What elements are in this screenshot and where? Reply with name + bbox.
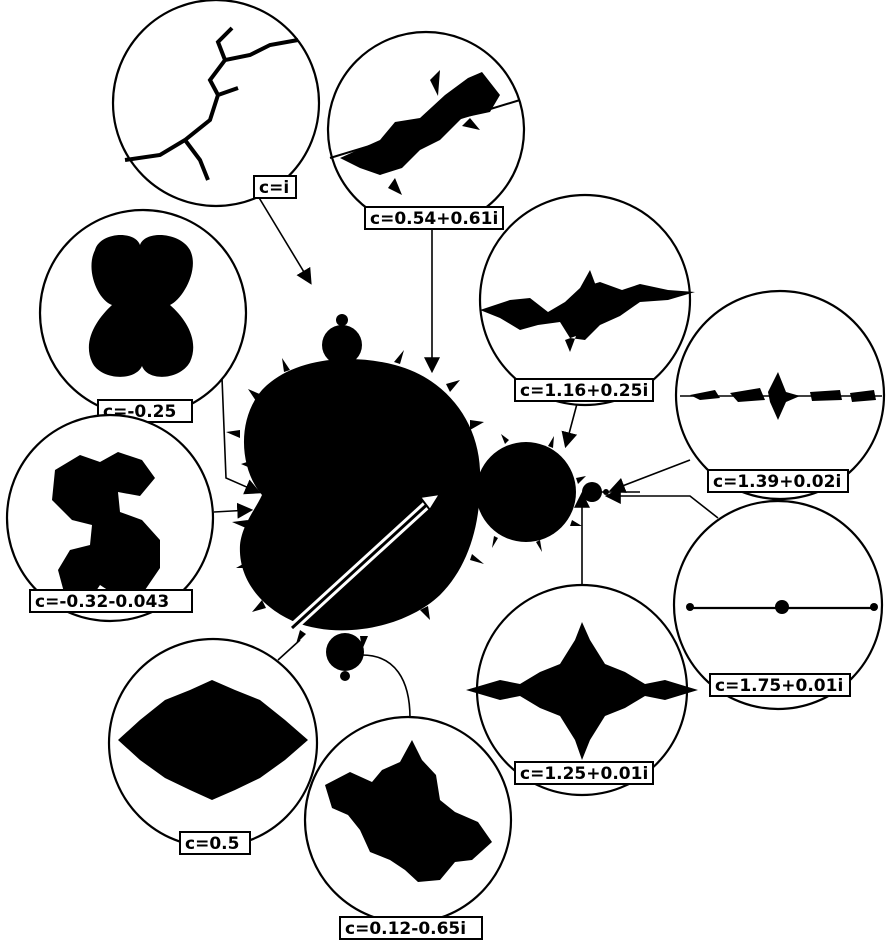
connector-116 xyxy=(561,399,579,449)
label-box xyxy=(707,469,849,493)
julia-antenna xyxy=(329,99,521,159)
connector-neg025 xyxy=(221,377,261,495)
inset-label: c=0.54+0.61i xyxy=(370,209,498,229)
label-box xyxy=(514,761,654,785)
connector-139 xyxy=(609,459,691,493)
inset-c-175-001i: c=1.75+0.01i xyxy=(672,499,884,711)
connector-c-i xyxy=(257,195,312,285)
julia-fatou-dust xyxy=(340,70,500,195)
inset-c-139-002i: c=1.39+0.02i xyxy=(674,289,886,501)
julia-center-blob xyxy=(775,600,789,614)
connectors xyxy=(213,195,719,719)
julia-quatrefoil xyxy=(88,234,194,377)
julia-end-left xyxy=(686,603,694,611)
inset-c-i: c=i xyxy=(111,0,321,208)
label-box xyxy=(514,378,654,402)
julia-spine xyxy=(466,622,698,760)
period2-disc xyxy=(476,442,576,542)
inset-label: c=1.16+0.25i xyxy=(520,381,648,401)
julia-end-right xyxy=(870,603,878,611)
inset-label: c=1.75+0.01i xyxy=(715,676,843,696)
inset-label: c=1.25+0.01i xyxy=(520,764,648,784)
label-box xyxy=(29,589,193,613)
inset-label: c=0.12-0.65i xyxy=(345,919,466,939)
label-box xyxy=(253,175,297,199)
inset-label: c=1.39+0.02i xyxy=(713,472,841,492)
inset-c-116-025i: c=1.16+0.25i xyxy=(478,193,695,407)
inset-c-neg032-0043: c=-0.32-0.043 xyxy=(5,413,215,623)
bottom-mini-bulb xyxy=(340,671,350,681)
inset-label: c=0.5 xyxy=(185,834,239,854)
top-mini-bulb xyxy=(336,314,348,326)
julia-rabbit xyxy=(325,740,492,882)
julia-dendrite xyxy=(124,26,299,181)
julia-ridge xyxy=(480,270,695,352)
inset-c-054-061i: c=0.54+0.61i xyxy=(326,30,526,230)
label-box xyxy=(364,206,504,230)
julia-lens xyxy=(118,680,308,800)
inset-c-125-001i: c=1.25+0.01i xyxy=(466,583,698,797)
inset-c-neg025: c=-0.25 xyxy=(38,208,248,423)
main-cardioid xyxy=(239,358,481,631)
inset-label: c=i xyxy=(259,178,289,198)
connector-175 xyxy=(604,488,719,519)
bottom-bulb xyxy=(326,633,364,671)
connector-012 xyxy=(361,654,411,719)
top-bulb xyxy=(322,325,362,365)
inset-label: c=-0.32-0.043 xyxy=(35,592,169,612)
label-box xyxy=(709,673,851,697)
c-vector-arrow xyxy=(288,492,442,632)
label-box xyxy=(339,916,483,940)
connector-neg032 xyxy=(213,502,254,519)
connector-05 xyxy=(277,639,301,661)
inset-c-012-065i: c=0.12-0.65i xyxy=(303,715,513,940)
label-box xyxy=(179,831,251,855)
julia-swirl xyxy=(52,452,160,600)
period4-bulb xyxy=(582,482,602,502)
inset-c-05: c=0.5 xyxy=(107,637,319,855)
